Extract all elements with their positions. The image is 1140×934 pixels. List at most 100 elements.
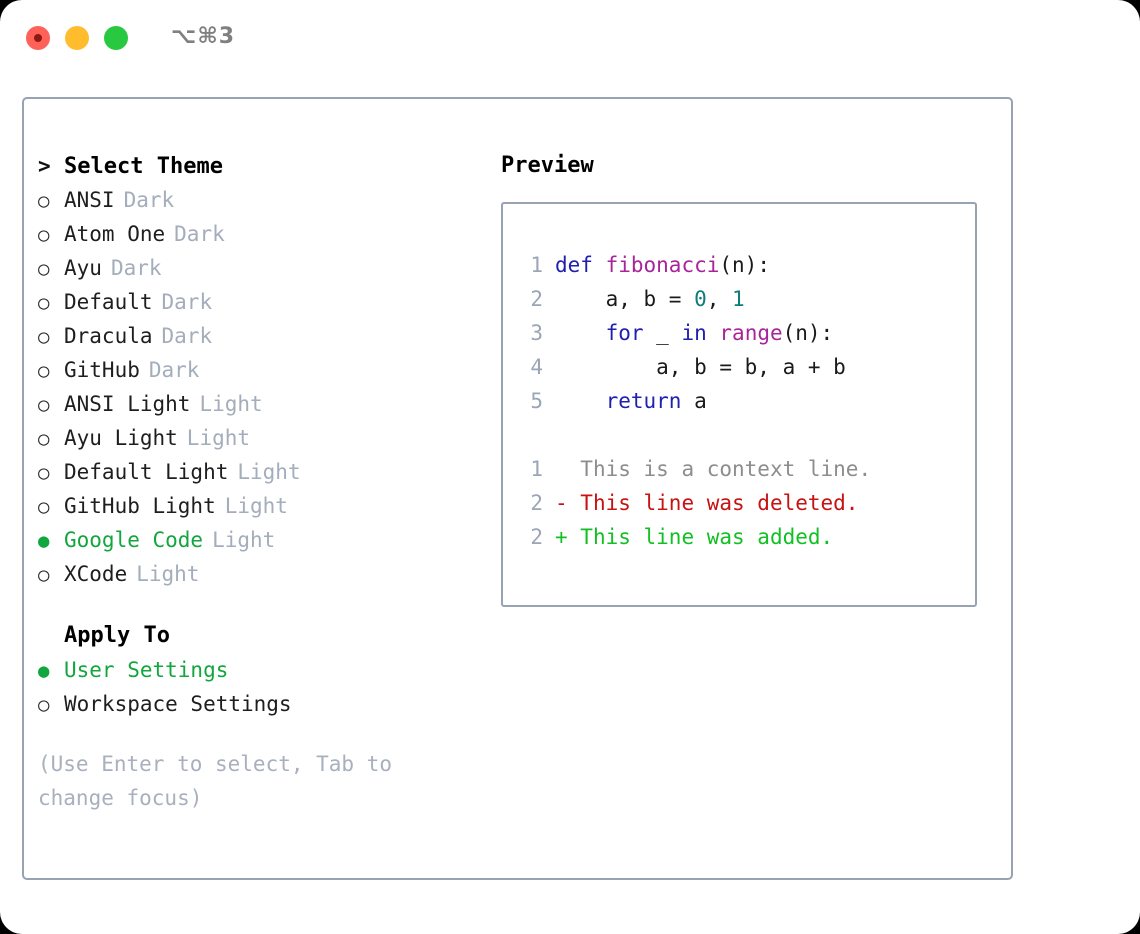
preview-title: Preview <box>501 153 594 178</box>
diff-line-number: 2 <box>530 491 543 515</box>
theme-name-label: Ayu Light <box>64 426 178 450</box>
diff-sign: + <box>555 525 568 549</box>
radio-unselected-icon[interactable]: ○ <box>38 462 50 484</box>
code-line-number: 5 <box>530 389 543 413</box>
theme-name-label: Dracula <box>64 324 153 348</box>
theme-name-label: GitHub Light <box>64 494 216 518</box>
minimize-button-icon[interactable] <box>65 26 89 50</box>
code-token-plain <box>555 321 606 345</box>
radio-unselected-icon[interactable]: ○ <box>38 292 50 314</box>
radio-unselected-icon[interactable]: ○ <box>38 360 50 382</box>
theme-variant-label: Dark <box>161 324 213 348</box>
code-line: 4 a, b = b, a + b <box>515 350 975 384</box>
theme-variant-label: Dark <box>174 222 225 246</box>
theme-list-item[interactable]: ○ Atom One Dark <box>38 217 488 251</box>
maximize-button-icon[interactable] <box>104 26 128 50</box>
code-line: 2 a, b = 0, 1 <box>515 282 975 316</box>
radio-unselected-icon[interactable]: ○ <box>38 190 50 212</box>
code-diff-gap <box>515 418 975 452</box>
theme-variant-label: Light <box>212 528 276 552</box>
theme-name-label: ANSI <box>64 188 115 212</box>
radio-selected-icon[interactable]: ● <box>38 660 50 682</box>
theme-name-label: GitHub <box>64 358 140 382</box>
diff-line: 2- This line was deleted. <box>515 486 975 520</box>
diff-line: 2 + This line was added. <box>515 520 975 554</box>
theme-list-item[interactable]: ○ GitHub Light Light <box>38 489 488 523</box>
code-token-plain: a <box>681 389 707 413</box>
theme-list-item[interactable]: ○ Dracula Dark <box>38 319 488 353</box>
diff-sign: - <box>555 491 568 515</box>
code-line-text: a, b = b, a + b <box>555 350 846 384</box>
radio-unselected-icon[interactable]: ○ <box>38 496 50 518</box>
radio-unselected-icon[interactable]: ○ <box>38 428 50 450</box>
diff-line-text: This line was added. <box>567 525 834 549</box>
theme-name-label: Atom One <box>64 222 166 246</box>
code-line-text: def fibonacci(n): <box>555 248 770 282</box>
diff-line-number: 2 <box>530 525 543 549</box>
theme-name-label: XCode <box>64 562 128 586</box>
code-line-text: a, b = 0, 1 <box>555 282 745 316</box>
theme-variant-label: Dark <box>148 358 200 382</box>
apply-to-item[interactable]: ○ Workspace Settings <box>38 687 488 721</box>
close-button-icon[interactable] <box>26 26 50 50</box>
code-token-function: range <box>719 321 783 345</box>
radio-selected-icon[interactable]: ● <box>38 530 50 552</box>
code-token-plain: , <box>706 287 733 311</box>
code-line-number: 1 <box>530 253 543 277</box>
radio-unselected-icon[interactable]: ○ <box>38 694 50 716</box>
code-token-plain <box>555 389 606 413</box>
radio-unselected-icon[interactable]: ○ <box>38 564 50 586</box>
keyboard-shortcut-label: ⌥⌘3 <box>171 24 236 49</box>
code-token-plain: a, b = <box>555 287 695 311</box>
code-token-plain: (n): <box>782 321 834 345</box>
code-line-number: 3 <box>530 321 543 345</box>
theme-variant-label: Dark <box>110 256 162 280</box>
code-token-plain: a, b = b, a + b <box>555 355 846 379</box>
radio-unselected-icon[interactable]: ○ <box>38 224 50 246</box>
code-token-keyword: for <box>605 321 644 345</box>
theme-picker-title: Select Theme <box>64 154 223 179</box>
code-line-number: 4 <box>530 355 543 379</box>
radio-unselected-icon[interactable]: ○ <box>38 394 50 416</box>
theme-picker-header: > Select Theme <box>38 149 488 183</box>
apply-to-header: Apply To <box>38 619 488 653</box>
apply-to-marker-placeholder <box>38 619 64 653</box>
theme-list-item[interactable]: ○ GitHub Dark <box>38 353 488 387</box>
title-bar: ⌥⌘3 <box>0 0 1140 78</box>
apply-to-item[interactable]: ●User Settings <box>38 653 488 687</box>
apply-to-title: Apply To <box>64 623 170 648</box>
keyboard-hint-text: (Use Enter to select, Tab to change focu… <box>38 752 393 810</box>
theme-name-label: Default <box>64 290 153 314</box>
theme-variant-label: Light <box>237 460 301 484</box>
code-line: 3 for _ in range(n): <box>515 316 975 350</box>
theme-variant-label: Light <box>199 392 263 416</box>
diff-line-text: This is a context line. <box>567 457 872 481</box>
diff-line-text: This line was deleted. <box>567 491 859 515</box>
theme-list-item[interactable]: ○ XCode Light <box>38 557 488 591</box>
apply-to-list: ●User Settings ○ Workspace Settings <box>38 653 488 721</box>
code-token-number: 0 <box>694 287 707 311</box>
apply-to-label: Workspace Settings <box>64 692 292 716</box>
code-line-text: return a <box>555 384 707 418</box>
radio-unselected-icon[interactable]: ○ <box>38 326 50 348</box>
theme-name-label: Default Light <box>64 460 229 484</box>
theme-list-item[interactable]: ○ Default Light Light <box>38 455 488 489</box>
code-token-number: 1 <box>732 287 745 311</box>
theme-variant-label: Light <box>136 562 200 586</box>
code-token-function: fibonacci <box>605 253 720 277</box>
code-token-keyword: def <box>555 253 593 277</box>
radio-unselected-icon[interactable]: ○ <box>38 258 50 280</box>
theme-variant-label: Light <box>224 494 288 518</box>
code-line: 1 def fibonacci(n): <box>515 248 975 282</box>
